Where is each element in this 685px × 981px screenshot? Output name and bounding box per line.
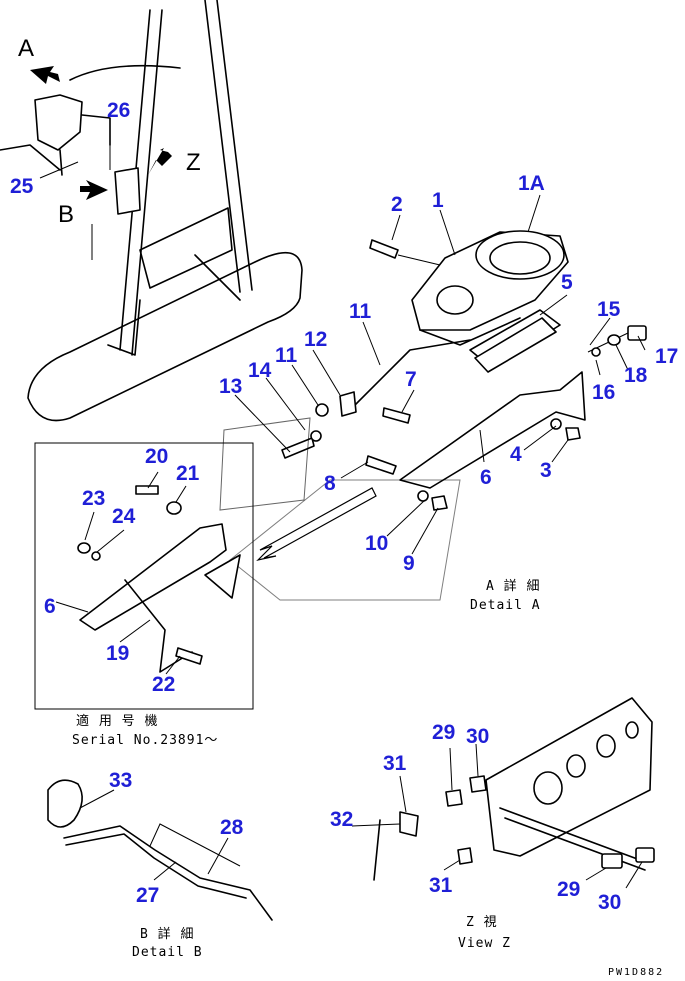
callout-28: 28 xyxy=(220,816,244,839)
view-z-caption-en: View Z xyxy=(458,936,511,951)
detail-b xyxy=(47,779,273,921)
callout-24: 24 xyxy=(112,505,136,528)
drawing-code: PW1D882 xyxy=(608,967,664,978)
callout-18: 18 xyxy=(624,364,648,387)
callout-30-upper: 30 xyxy=(466,725,489,748)
callout-15: 15 xyxy=(597,298,621,321)
callout-14: 14 xyxy=(248,359,272,382)
callout-16: 16 xyxy=(592,381,615,404)
callout-20: 20 xyxy=(145,445,168,468)
callout-29-lower: 29 xyxy=(557,878,580,901)
view-letter-z: Z xyxy=(186,149,201,176)
detail-a-caption-jp: A 詳 細 xyxy=(486,578,540,594)
callout-3: 3 xyxy=(540,459,552,482)
callout-11-upper: 11 xyxy=(349,300,372,323)
callout-27: 27 xyxy=(136,884,159,907)
callout-8: 8 xyxy=(324,472,336,495)
detail-b-caption-jp: B 詳 細 xyxy=(140,926,194,942)
callout-4: 4 xyxy=(510,443,522,466)
callout-13: 13 xyxy=(219,375,242,398)
callout-31-lower: 31 xyxy=(429,874,453,897)
captions: A 詳 細 Detail A 適 用 号 機 Serial No.23891～ … xyxy=(72,578,664,978)
callout-33: 33 xyxy=(109,769,132,792)
callout-23: 23 xyxy=(82,487,105,510)
callout-26: 26 xyxy=(107,99,130,122)
callout-21: 21 xyxy=(176,462,200,485)
callout-22: 22 xyxy=(152,673,175,696)
callout-9: 9 xyxy=(403,552,415,575)
detail-a-caption-en: Detail A xyxy=(470,598,541,613)
callout-numbers: 1 1A 2 3 4 5 6 6 7 8 9 10 11 11 12 13 14… xyxy=(10,99,678,914)
detail-b-caption-en: Detail B xyxy=(132,945,203,960)
detail-a-assembly xyxy=(219,230,647,601)
callout-2: 2 xyxy=(391,193,403,216)
callout-6-detail-a: 6 xyxy=(480,466,492,489)
callout-17: 17 xyxy=(655,345,678,368)
view-z-caption-jp: Z 視 xyxy=(466,915,498,930)
callout-25: 25 xyxy=(10,175,34,198)
machine-overview xyxy=(0,0,303,422)
callout-31-upper: 31 xyxy=(383,752,407,775)
callout-1: 1 xyxy=(432,189,444,212)
callout-7: 7 xyxy=(405,368,417,391)
callout-11-lower: 11 xyxy=(275,344,298,367)
serial-caption-en: Serial No.23891～ xyxy=(72,733,218,748)
view-letter-b: B xyxy=(58,201,74,228)
callout-19: 19 xyxy=(106,642,129,665)
serial-caption-jp: 適 用 号 機 xyxy=(76,713,158,729)
callout-10: 10 xyxy=(365,532,388,555)
callout-32: 32 xyxy=(330,808,353,831)
serial-inset xyxy=(34,442,254,710)
callout-6-serial: 6 xyxy=(44,595,56,618)
callout-1a: 1A xyxy=(518,172,545,195)
callout-29-upper: 29 xyxy=(432,721,455,744)
leader-lines xyxy=(55,194,646,889)
view-letter-a: A xyxy=(18,35,34,62)
callout-5: 5 xyxy=(561,271,573,294)
callout-30-lower: 30 xyxy=(598,891,621,914)
callout-12: 12 xyxy=(304,328,327,351)
view-z xyxy=(373,697,655,881)
